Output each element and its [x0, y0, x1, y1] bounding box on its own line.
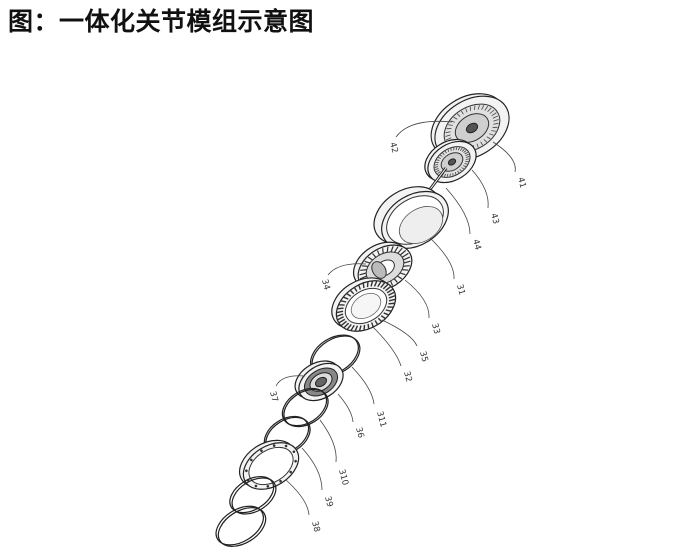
part-35	[331, 277, 397, 332]
page-title: 图：一体化关节模组示意图	[8, 7, 315, 36]
callout-label: 35	[417, 350, 429, 363]
callout-43: 43	[471, 169, 501, 225]
callout-32: 32	[371, 325, 414, 383]
callout-label: 32	[401, 370, 413, 383]
part-44	[426, 167, 448, 193]
callout-label: 39	[322, 495, 334, 508]
leader-line	[285, 479, 310, 516]
leader-line	[429, 237, 455, 280]
callout-38: 38	[285, 479, 322, 533]
leader-line	[327, 263, 367, 276]
leader-line	[337, 393, 354, 423]
callout-44: 44	[445, 187, 483, 251]
callout-label: 37	[267, 390, 279, 403]
callout-label: 36	[353, 426, 365, 439]
callout-35: 35	[381, 319, 430, 363]
callout-42: 42	[387, 120, 453, 154]
callout-label: 311	[374, 410, 388, 428]
callout-37: 37	[267, 375, 306, 403]
leader-line	[404, 279, 430, 319]
callout-41: 41	[492, 141, 528, 189]
leader-line	[381, 319, 418, 347]
callout-label: 38	[309, 520, 321, 533]
leader-line	[301, 447, 323, 491]
leader-line	[275, 375, 306, 387]
callout-33: 33	[404, 279, 442, 335]
callout-label: 34	[319, 278, 331, 291]
leader-line	[351, 366, 375, 405]
leader-line	[319, 419, 337, 463]
leader-line	[492, 141, 516, 173]
callout-label: 31	[454, 283, 466, 296]
callout-label: 42	[387, 141, 399, 154]
callout-39: 39	[301, 447, 335, 508]
callout-label: 44	[470, 238, 482, 251]
callout-34: 34	[319, 263, 367, 291]
callout-31: 31	[429, 237, 467, 296]
callout-label: 43	[488, 212, 500, 225]
part-31	[373, 186, 449, 250]
callout-311: 311	[351, 366, 388, 428]
components-group	[215, 93, 510, 547]
leader-line	[395, 120, 453, 138]
callout-36: 36	[337, 393, 366, 439]
leader-line	[471, 169, 489, 209]
leader-line	[445, 187, 471, 235]
part-end-ring	[215, 505, 267, 547]
callout-label: 310	[336, 468, 350, 486]
part-38	[239, 439, 300, 490]
part-36	[294, 360, 344, 402]
callout-label: 33	[429, 322, 441, 335]
callout-310: 310	[319, 419, 350, 486]
part-spacer-ring	[229, 475, 277, 515]
callout-label: 41	[515, 176, 527, 189]
leader-line	[371, 325, 402, 367]
